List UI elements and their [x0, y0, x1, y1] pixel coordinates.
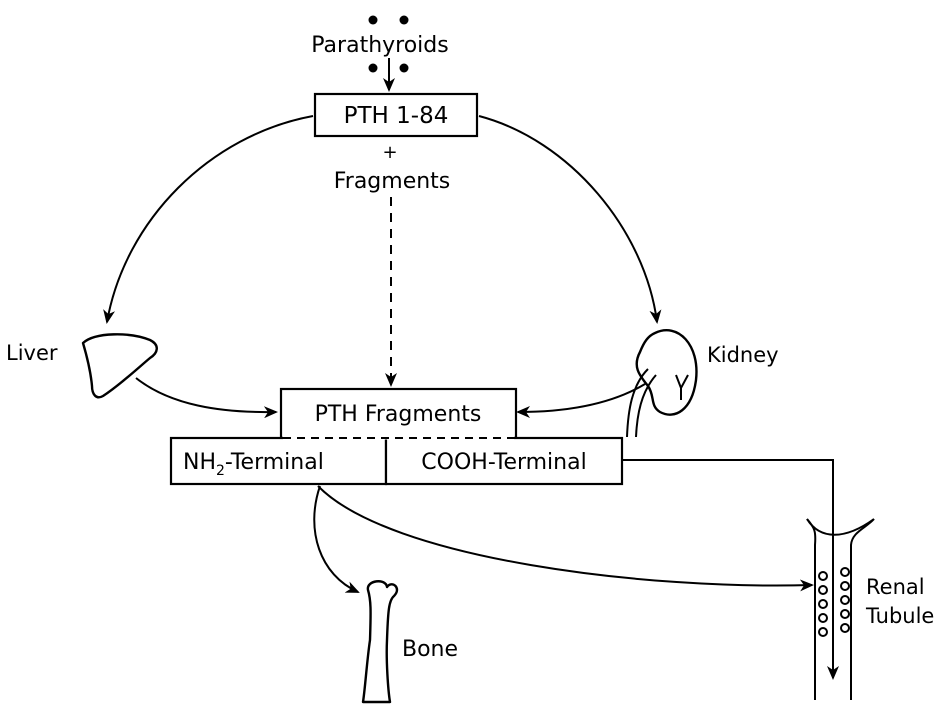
pth-1-84-label: PTH 1-84: [344, 103, 449, 129]
pth-to-kidney-arrow: [479, 116, 657, 322]
plus-sign: +: [382, 142, 397, 163]
bone-icon: [363, 581, 397, 702]
liver-to-fragments-arrow: [136, 378, 276, 412]
kidney-icon: [627, 330, 696, 437]
kidney-to-fragments-arrow: [518, 384, 645, 412]
liver-icon: [83, 334, 157, 397]
nh2-to-renal-arrow: [318, 486, 812, 586]
fragments-label: Fragments: [334, 169, 451, 194]
renal-label-line2: Tubule: [865, 604, 934, 628]
renal-tubule-icon: [807, 519, 874, 700]
pth-to-liver-arrow: [107, 116, 313, 322]
cooh-terminal-label: COOH-Terminal: [421, 450, 586, 475]
bone-label: Bone: [402, 637, 458, 662]
nh2-terminal-label: NH2-Terminal: [183, 450, 324, 479]
cooh-to-renal-arrow: [622, 460, 833, 678]
kidney-label: Kidney: [707, 343, 779, 367]
pth-fragments-label: PTH Fragments: [315, 402, 482, 427]
parathyroids-label: Parathyroids: [311, 33, 448, 58]
liver-label: Liver: [6, 341, 58, 365]
renal-label-line1: Renal: [866, 575, 925, 599]
